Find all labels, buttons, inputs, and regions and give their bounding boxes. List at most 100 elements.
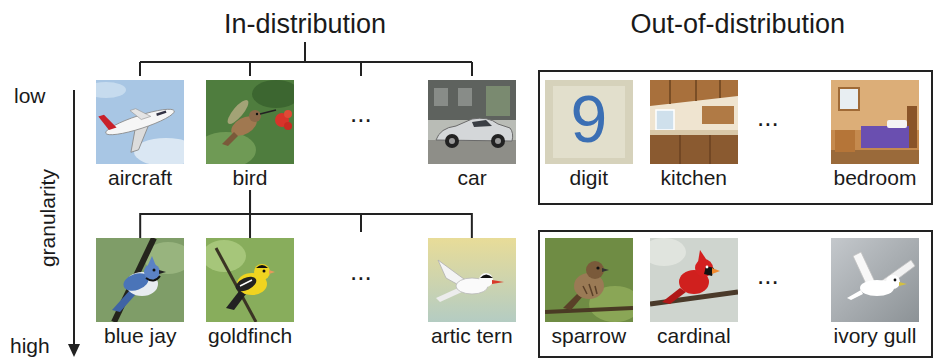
illustration-shape	[206, 80, 294, 164]
illustration-shape	[472, 120, 492, 127]
column-heading: Out-of-distribution	[631, 9, 846, 40]
illustration-shape	[130, 105, 151, 122]
illustration-shape	[304, 42, 306, 62]
illustration-shape	[206, 132, 256, 164]
illustration-shape	[144, 264, 160, 280]
illustration-shape	[159, 270, 166, 274]
granularity-axis	[68, 90, 80, 357]
illustration-shape	[495, 138, 501, 144]
illustration-shape	[709, 135, 711, 164]
illustration-shape	[831, 80, 919, 164]
illustration-shape	[139, 62, 141, 76]
illustration-shape	[206, 238, 294, 322]
tree-bracket	[140, 42, 472, 232]
illustration-shape	[240, 280, 252, 286]
illustration-shape	[602, 268, 609, 272]
class-caption: ivory gull	[834, 324, 917, 348]
illustration-shape	[68, 344, 80, 357]
illustration-shape	[886, 275, 900, 289]
axis-end-label: low	[14, 84, 46, 108]
illustration-shape	[719, 80, 721, 98]
class-caption: goldfinch	[208, 324, 292, 348]
digit-glyph-wrap: 9	[571, 82, 608, 158]
illustration-shape	[458, 88, 472, 106]
class-caption: car	[458, 166, 487, 190]
illustration-shape	[428, 80, 516, 164]
illustration-shape	[702, 106, 734, 124]
illustration-shape	[706, 266, 709, 269]
ellipsis-wrap: ...	[757, 261, 779, 291]
illustration-shape	[650, 238, 686, 266]
illustration-shape	[445, 134, 459, 148]
illustration-shape	[662, 288, 686, 304]
illustration-shape	[480, 275, 493, 279]
illustration-shape	[698, 250, 708, 262]
image-tile: cardinal	[657, 238, 731, 348]
illustration-shape	[861, 126, 909, 148]
ellipsis: ...	[350, 257, 372, 287]
illustration-shape	[695, 80, 697, 101]
image-tile: goldfinch	[208, 238, 292, 348]
illustration-shape	[449, 138, 455, 144]
illustration-shape	[586, 261, 604, 279]
illustration-shape	[650, 135, 738, 164]
illustration-shape	[256, 265, 268, 268]
column-heading: In-distribution	[224, 9, 386, 40]
illustration-shape	[492, 280, 504, 284]
illustration-shape	[148, 256, 156, 266]
column-heading-wrap: Out-of-distribution	[631, 9, 846, 40]
bedroom-photo	[831, 80, 919, 164]
illustration-shape	[596, 266, 599, 269]
illustration-shape	[249, 62, 251, 76]
sparrow-photo	[545, 238, 641, 322]
illustration-shape	[650, 80, 738, 106]
ellipsis-wrap: ...	[350, 99, 372, 129]
illustration-shape	[669, 80, 671, 104]
illustration-shape	[96, 80, 184, 164]
illustration-shape	[153, 269, 156, 272]
illustration-shape	[839, 88, 859, 110]
image-tile: sparrow	[552, 238, 627, 348]
illustration-shape	[233, 274, 258, 294]
illustration-shape	[73, 90, 75, 346]
illustration-shape	[656, 110, 674, 130]
image-tile: ivory gull	[834, 238, 917, 348]
illustration-shape	[831, 80, 919, 130]
image-tile: artic tern	[431, 238, 513, 348]
illustration-shape	[545, 238, 633, 322]
illustration-shape	[269, 270, 275, 274]
digit-photo	[545, 80, 633, 164]
illustration-shape	[650, 238, 738, 322]
class-caption: bird	[233, 166, 268, 190]
illustration-shape	[260, 110, 276, 114]
illustration-shape	[545, 80, 633, 164]
goldfinch-photo	[202, 238, 294, 322]
image-tile: car	[458, 80, 487, 190]
illustration-shape	[894, 279, 897, 282]
illustration-shape	[256, 113, 258, 115]
illustration-shape	[831, 80, 919, 164]
illustration-shape	[491, 134, 505, 148]
illustration-shape	[252, 80, 294, 108]
illustration-shape	[583, 284, 597, 296]
tree-connector	[140, 190, 250, 238]
axis-title-wrap: granularity	[36, 169, 60, 267]
illustration-shape	[428, 80, 516, 120]
illustration-shape	[96, 82, 126, 98]
axis-end-label-wrap: high	[10, 334, 50, 358]
class-caption: bedroom	[834, 166, 917, 190]
car-photo	[428, 80, 516, 164]
bird-photo	[196, 80, 300, 168]
illustration-shape	[831, 150, 919, 164]
illustration-shape	[98, 94, 182, 159]
illustration-shape	[887, 120, 907, 128]
cardinal-photo	[642, 238, 738, 322]
image-tile: kitchen	[661, 80, 728, 190]
illustration-shape	[831, 238, 919, 322]
illustration-shape	[899, 282, 907, 286]
illustration-shape	[360, 214, 362, 232]
digit-glyph: 9	[571, 82, 608, 158]
class-caption: artic tern	[431, 324, 513, 348]
artic-tern-photo	[428, 238, 516, 322]
